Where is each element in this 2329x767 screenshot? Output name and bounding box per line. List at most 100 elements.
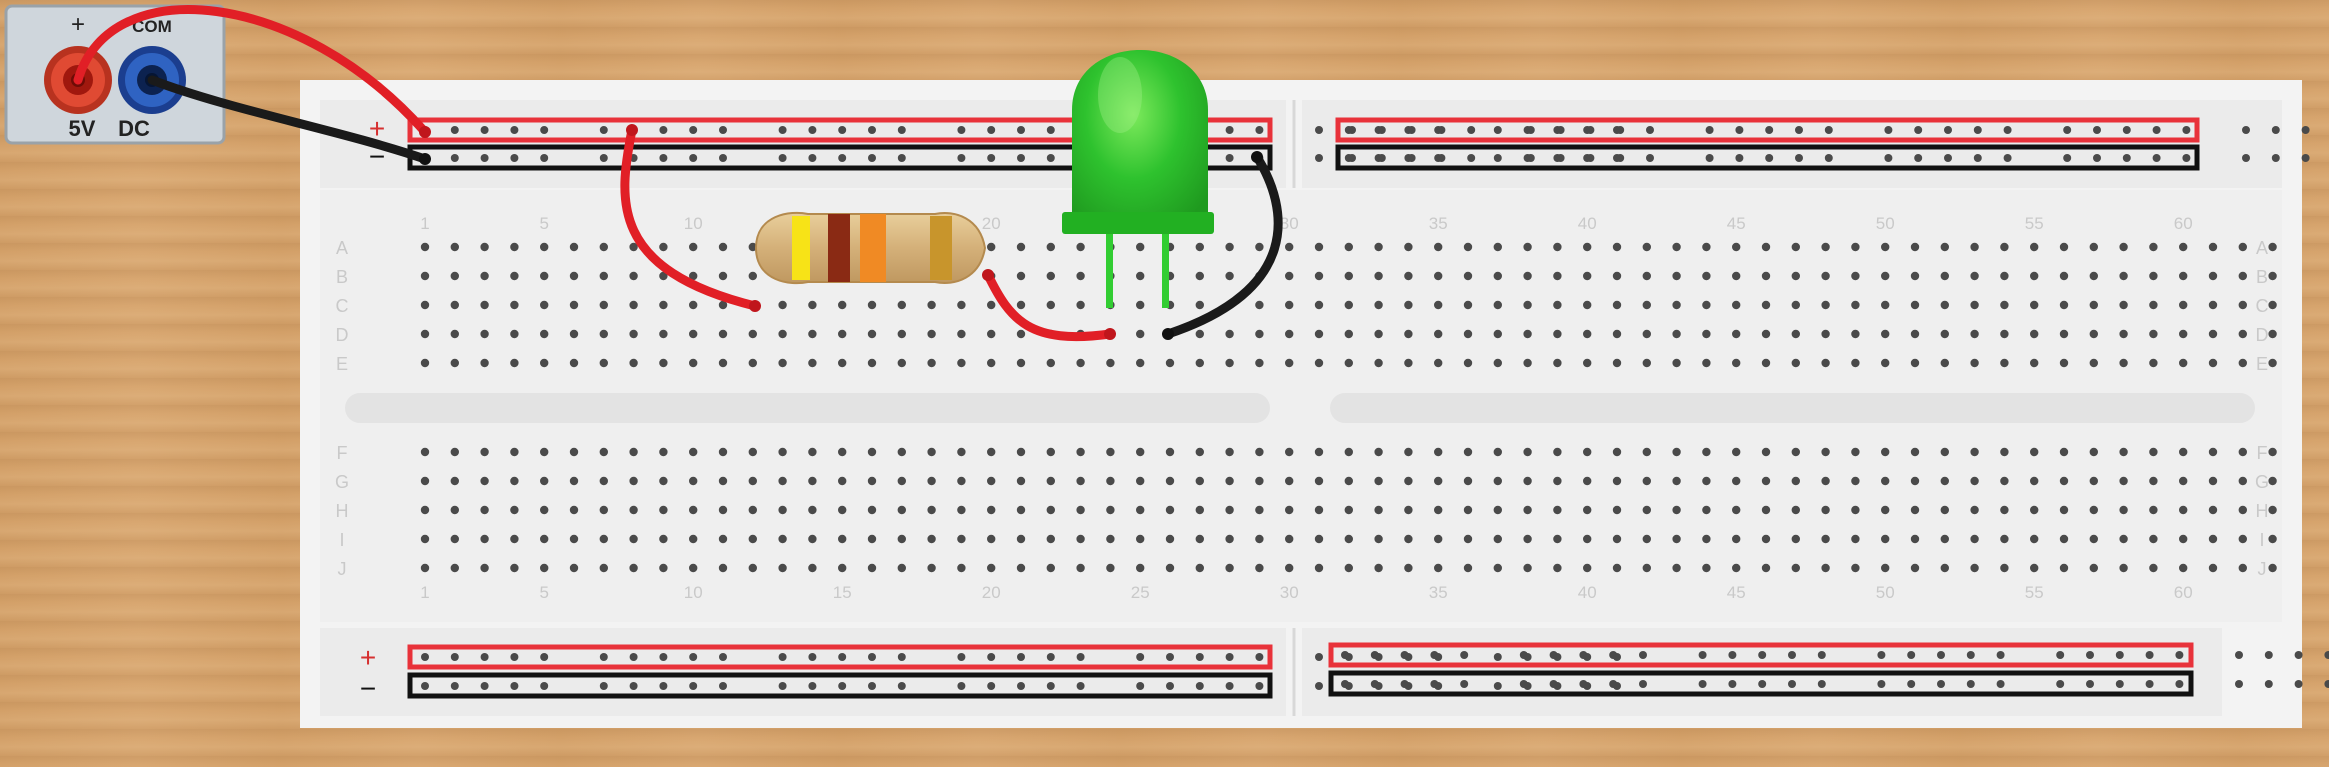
breadboard-hole[interactable] xyxy=(1702,505,1711,515)
breadboard-hole[interactable] xyxy=(2238,505,2247,515)
breadboard-hole[interactable] xyxy=(1851,447,1860,457)
rail-hole[interactable] xyxy=(1017,682,1025,690)
rail-hole[interactable] xyxy=(1460,680,1469,688)
breadboard-hole[interactable] xyxy=(2030,300,2039,310)
breadboard-hole[interactable] xyxy=(718,563,728,573)
breadboard-hole[interactable] xyxy=(1434,358,1443,368)
breadboard-hole[interactable] xyxy=(2149,242,2158,252)
rail-hole[interactable] xyxy=(2264,680,2273,688)
breadboard-hole[interactable] xyxy=(718,329,728,339)
breadboard-hole[interactable] xyxy=(1225,563,1234,573)
breadboard-hole[interactable] xyxy=(1136,358,1145,368)
breadboard-hole[interactable] xyxy=(1910,476,1920,486)
breadboard-hole[interactable] xyxy=(1761,505,1771,515)
breadboard-hole[interactable] xyxy=(1016,505,1026,515)
breadboard-hole[interactable] xyxy=(1076,271,1085,281)
rail-hole[interactable] xyxy=(808,682,817,690)
breadboard-hole[interactable] xyxy=(748,447,757,457)
breadboard-hole[interactable] xyxy=(1910,534,1920,544)
breadboard-hole[interactable] xyxy=(1791,242,1801,252)
breadboard-hole[interactable] xyxy=(1970,300,1979,310)
breadboard-hole[interactable] xyxy=(778,358,787,368)
rail-hole[interactable] xyxy=(480,154,489,162)
rail-hole[interactable] xyxy=(510,682,519,690)
breadboard-hole[interactable] xyxy=(1940,563,1950,573)
breadboard-hole[interactable] xyxy=(1404,358,1413,368)
rail-hole[interactable] xyxy=(1407,126,1416,134)
rail-hole[interactable] xyxy=(540,126,549,134)
breadboard-hole[interactable] xyxy=(1642,242,1652,252)
breadboard-hole[interactable] xyxy=(1374,300,1383,310)
rail-hole[interactable] xyxy=(2063,126,2072,134)
breadboard-hole[interactable] xyxy=(1523,476,1532,486)
breadboard-hole[interactable] xyxy=(1255,242,1264,252)
breadboard-hole[interactable] xyxy=(689,534,698,544)
rail-hole[interactable] xyxy=(1549,680,1558,688)
breadboard-hole[interactable] xyxy=(987,358,996,368)
breadboard-hole[interactable] xyxy=(1016,534,1026,544)
rail-hole[interactable] xyxy=(1996,651,2005,659)
breadboard-hole[interactable] xyxy=(480,242,489,252)
breadboard-hole[interactable] xyxy=(1881,476,1890,486)
rail-hole[interactable] xyxy=(1348,126,1356,134)
breadboard-hole[interactable] xyxy=(808,563,817,573)
breadboard-hole[interactable] xyxy=(629,271,638,281)
rail-hole[interactable] xyxy=(808,154,817,162)
rail-hole[interactable] xyxy=(2122,154,2131,162)
breadboard-hole[interactable] xyxy=(2268,271,2277,281)
breadboard-hole[interactable] xyxy=(629,476,638,486)
breadboard-hole[interactable] xyxy=(2089,358,2098,368)
rail-hole[interactable] xyxy=(1817,680,1826,688)
rail-hole[interactable] xyxy=(1735,126,1744,134)
breadboard-hole[interactable] xyxy=(1046,534,1056,544)
breadboard-hole[interactable] xyxy=(1374,534,1383,544)
breadboard-hole[interactable] xyxy=(510,300,519,310)
rail-hole[interactable] xyxy=(1046,653,1055,661)
breadboard-hole[interactable] xyxy=(1076,505,1085,515)
breadboard-hole[interactable] xyxy=(1314,505,1324,515)
breadboard-hole[interactable] xyxy=(420,271,430,281)
breadboard-hole[interactable] xyxy=(1970,242,1979,252)
breadboard-hole[interactable] xyxy=(1851,358,1860,368)
breadboard-hole[interactable] xyxy=(1106,447,1115,457)
breadboard-hole[interactable] xyxy=(957,534,966,544)
breadboard-hole[interactable] xyxy=(1374,242,1383,252)
rail-hole[interactable] xyxy=(2115,651,2124,659)
breadboard-hole[interactable] xyxy=(2030,505,2039,515)
breadboard-hole[interactable] xyxy=(1791,271,1801,281)
breadboard-hole[interactable] xyxy=(867,329,877,339)
breadboard-hole[interactable] xyxy=(1493,300,1503,310)
breadboard-hole[interactable] xyxy=(1285,300,1294,310)
breadboard-hole[interactable] xyxy=(2179,563,2188,573)
breadboard-hole[interactable] xyxy=(659,271,668,281)
breadboard-hole[interactable] xyxy=(1344,358,1354,368)
breadboard-hole[interactable] xyxy=(1434,447,1443,457)
breadboard-hole[interactable] xyxy=(540,534,549,544)
breadboard-hole[interactable] xyxy=(838,358,847,368)
breadboard-hole[interactable] xyxy=(2000,534,2009,544)
breadboard-hole[interactable] xyxy=(1702,300,1711,310)
rail-hole[interactable] xyxy=(480,653,489,661)
breadboard-hole[interactable] xyxy=(1463,329,1473,339)
breadboard-hole[interactable] xyxy=(1165,476,1175,486)
rail-hole[interactable] xyxy=(897,682,906,690)
rail-hole[interactable] xyxy=(1735,154,1744,162)
breadboard-hole[interactable] xyxy=(1761,476,1771,486)
rail-hole[interactable] xyxy=(599,682,608,690)
breadboard-hole[interactable] xyxy=(1702,329,1711,339)
breadboard-hole[interactable] xyxy=(1493,505,1503,515)
breadboard-hole[interactable] xyxy=(1821,563,1830,573)
breadboard-hole[interactable] xyxy=(2179,505,2188,515)
breadboard-hole[interactable] xyxy=(1493,447,1503,457)
breadboard-hole[interactable] xyxy=(1612,358,1622,368)
breadboard-hole[interactable] xyxy=(1583,534,1592,544)
breadboard-hole[interactable] xyxy=(1940,329,1950,339)
breadboard-hole[interactable] xyxy=(1374,563,1383,573)
breadboard-hole[interactable] xyxy=(1672,271,1681,281)
breadboard-hole[interactable] xyxy=(2208,476,2218,486)
rail-hole[interactable] xyxy=(1400,680,1409,688)
breadboard-hole[interactable] xyxy=(1225,358,1234,368)
rail-hole[interactable] xyxy=(1046,126,1055,134)
breadboard-hole[interactable] xyxy=(1672,476,1681,486)
breadboard-hole[interactable] xyxy=(1702,476,1711,486)
